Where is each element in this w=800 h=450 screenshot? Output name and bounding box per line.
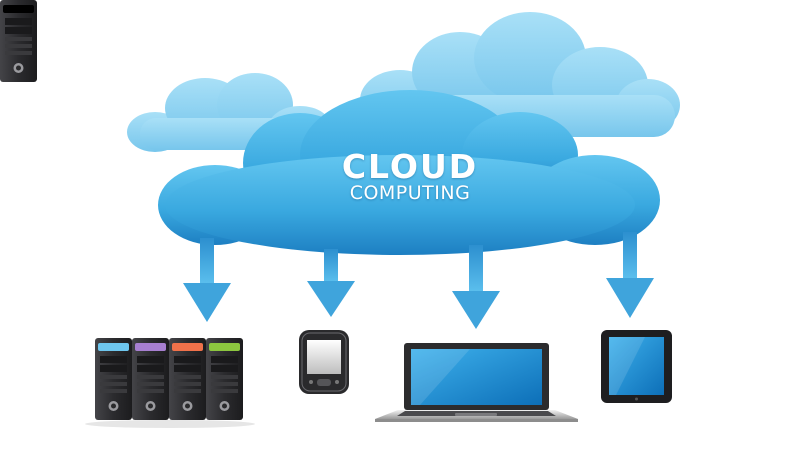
laptop-icon [375,343,578,422]
arrow-to-servers [183,238,231,322]
server-unit-1 [95,338,132,420]
tablet-icon [601,330,672,403]
cloud-title: CLOUD [341,147,479,186]
arrow-to-laptop [452,245,500,329]
arrow-to-tablet [606,232,654,318]
arrow-to-phone [307,249,355,317]
smartphone-icon [299,330,349,394]
server-shadow [85,420,255,428]
server-unit-4 [206,338,243,420]
server-unit-2 [132,338,169,420]
server-rack-icon [0,0,37,82]
server-unit-3 [169,338,206,420]
main-cloud [158,90,660,255]
cloud-subtitle: COMPUTING [349,182,471,204]
